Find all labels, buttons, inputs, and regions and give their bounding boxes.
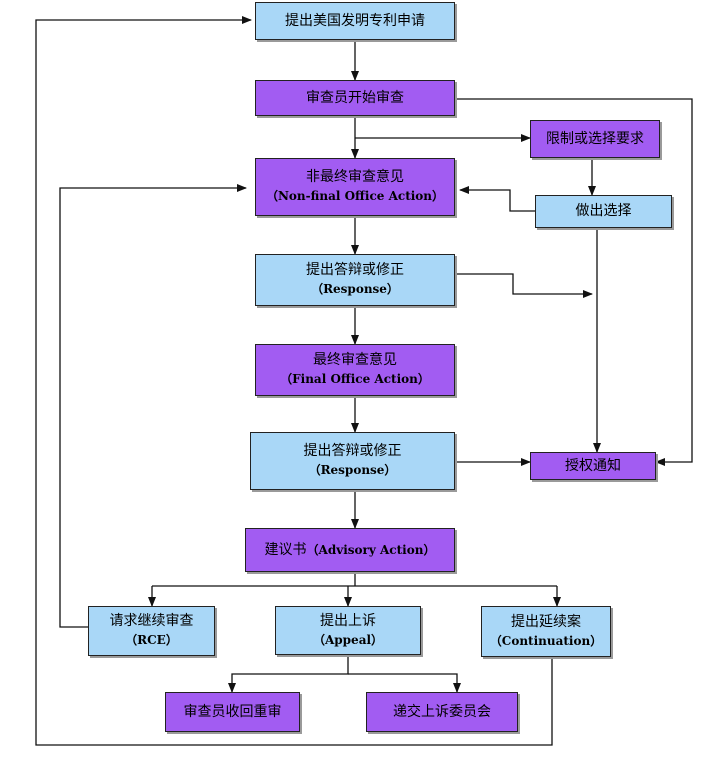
restriction-node: 限制或选择要求	[530, 120, 660, 158]
allowance-label: 授权通知	[565, 457, 621, 474]
withdraw-label: 审查员收回重审	[183, 703, 282, 720]
final-label: 最终审查意见	[313, 352, 397, 368]
allowance-node: 授权通知	[530, 452, 656, 480]
election-label: 做出选择	[575, 203, 632, 219]
response2-node: 提出答辩或修正 （Response）	[250, 432, 455, 490]
advisory-label: 建议书	[264, 541, 307, 558]
rce-node: 请求继续审查 （RCE）	[88, 606, 215, 656]
rce-label: 请求继续审查	[109, 613, 194, 629]
response1-label: 提出答辩或修正	[306, 262, 404, 278]
nonfinal-sub: （Non-final Office Action）	[265, 189, 445, 203]
edge-rce-to-nonfinal	[59, 184, 247, 628]
appeal-sub: （Appeal）	[312, 632, 384, 647]
edge-continuation-to-apply	[35, 16, 553, 746]
edge-appeal-branch	[228, 655, 349, 693]
apply-node: 提出美国发明专利申请	[255, 2, 455, 40]
apply-label: 提出美国发明专利申请	[285, 12, 425, 29]
continuation-node: 提出延续案 （Continuation）	[481, 606, 611, 657]
board-node: 递交上诉委员会	[366, 692, 518, 732]
response2-label: 提出答辩或修正	[303, 443, 402, 459]
final-node: 最终审查意见 （Final Office Action）	[255, 344, 455, 396]
advisory-sub: （Advisory Action）	[306, 542, 436, 557]
start-exam-node: 审查员开始审查	[255, 80, 455, 116]
response1-node: 提出答辩或修正 （Response）	[255, 254, 455, 306]
continuation-sub: （Continuation）	[489, 633, 603, 648]
appeal-node: 提出上诉 （Appeal）	[275, 606, 421, 655]
board-label: 递交上诉委员会	[393, 703, 491, 720]
rce-sub: （RCE）	[125, 633, 178, 647]
appeal-label: 提出上诉	[320, 612, 376, 629]
response1-sub: （Response）	[311, 282, 399, 296]
edge-appeal-to-board	[348, 673, 461, 693]
withdraw-node: 审查员收回重审	[165, 692, 300, 732]
nonfinal-label: 非最终审查意见	[306, 169, 404, 185]
restriction-label: 限制或选择要求	[546, 130, 644, 147]
edge-response1-to-allowance-path	[455, 273, 593, 298]
final-sub: （Final Office Action）	[280, 372, 430, 386]
nonfinal-node: 非最终审查意见 （Non-final Office Action）	[255, 158, 455, 216]
continuation-label: 提出延续案	[511, 613, 581, 630]
start-exam-label: 审查员开始审查	[306, 89, 404, 106]
response2-sub: （Response）	[308, 463, 397, 477]
edge-advisory-to-rce	[152, 585, 557, 606]
election-node: 做出选择	[535, 195, 672, 228]
edge-start-to-allowance	[455, 98, 693, 466]
advisory-node: 建议书 （Advisory Action）	[245, 528, 455, 572]
edge-election-to-nonfinal	[459, 186, 535, 212]
